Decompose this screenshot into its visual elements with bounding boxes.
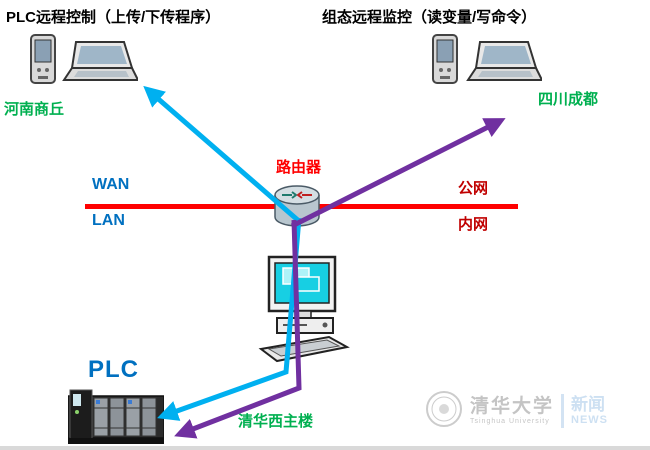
tsinghua-logo-icon xyxy=(425,390,463,433)
pda-icon xyxy=(30,34,56,89)
laptop-icon xyxy=(462,40,544,97)
router-icon xyxy=(272,184,322,235)
pda-icon xyxy=(432,34,458,89)
router-label: 路由器 xyxy=(276,159,322,176)
lan-label: LAN xyxy=(92,212,125,229)
desktop-computer-icon xyxy=(245,255,355,368)
watermark: 清华大学 Tsinghua University 新闻 NEWS xyxy=(425,385,650,437)
location-label-left: 河南商丘 xyxy=(4,101,65,118)
bottom-strip xyxy=(0,446,650,450)
watermark-news-en: NEWS xyxy=(571,414,609,427)
public-network-label: 公网 xyxy=(458,180,489,197)
watermark-divider xyxy=(561,394,565,428)
location-label-right: 四川成都 xyxy=(538,91,599,108)
plc-label: PLC xyxy=(88,356,139,383)
watermark-university-en: Tsinghua University xyxy=(470,417,550,425)
wan-label: WAN xyxy=(92,176,130,193)
title-remote-monitoring: 组态远程监控（读变量/写命令） xyxy=(322,9,537,26)
title-plc-remote-control: PLC远程控制（上传/下传程序） xyxy=(6,9,221,26)
watermark-news-cn: 新闻 xyxy=(571,394,606,414)
building-label: 清华西主楼 xyxy=(238,413,314,430)
laptop-icon xyxy=(58,40,140,97)
plc-device-icon xyxy=(67,388,165,449)
watermark-university-cn: 清华大学 xyxy=(470,396,555,418)
purple-arrow-to-laptop xyxy=(290,118,506,229)
internal-network-label: 内网 xyxy=(458,216,489,233)
